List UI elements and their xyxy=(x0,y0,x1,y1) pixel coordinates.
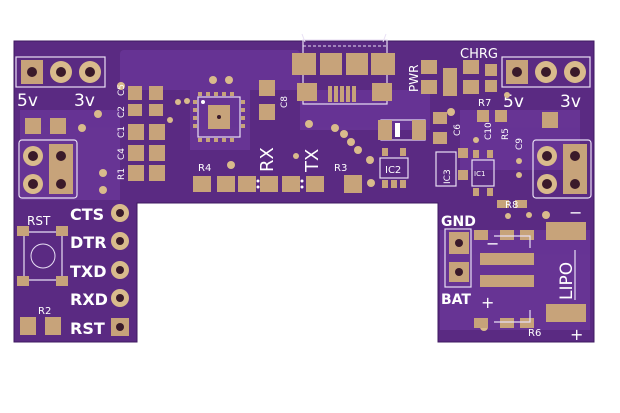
label-lipo: LIPO xyxy=(557,262,577,300)
jumper-right-2pin xyxy=(532,139,592,199)
c8-pad-top xyxy=(259,80,275,96)
label-5v-left: 5v xyxy=(17,91,38,111)
label-3v-left: 3v xyxy=(74,91,95,111)
label-cts: CTS xyxy=(70,205,104,224)
label-lipo-plus: + xyxy=(570,325,583,344)
header-right-3pin xyxy=(501,56,591,88)
label-rst: RST xyxy=(70,319,105,338)
battery-header-2pin xyxy=(444,228,472,288)
r2-pad-left xyxy=(20,317,36,335)
label-gnd: GND xyxy=(441,214,476,230)
ref-c1: C1 xyxy=(117,126,127,138)
ref-c5: C5 xyxy=(117,84,127,96)
jumper-left-2pin xyxy=(18,139,78,199)
ic1-footprint xyxy=(471,150,495,196)
label-3v-right: 3v xyxy=(560,92,581,112)
c6-pad-top xyxy=(433,112,447,124)
ref-c8: C8 xyxy=(280,96,290,108)
status-led-pads xyxy=(421,60,510,122)
ref-ic1: IC1 xyxy=(474,170,485,178)
ref-ic3: IC3 xyxy=(443,169,453,184)
diode-footprint xyxy=(378,119,426,141)
ref-r4: R4 xyxy=(198,163,211,174)
label-rx: RX xyxy=(257,147,278,172)
label-pwr: PWR xyxy=(407,65,421,92)
label-tx: TX xyxy=(302,149,323,173)
ref-r3: R3 xyxy=(334,163,347,174)
c8-pad-bottom xyxy=(259,104,275,120)
ref-r5: R5 xyxy=(501,128,511,140)
misc-vias-middle xyxy=(293,120,375,187)
led-resistor-row xyxy=(193,175,362,193)
c6-pad-bottom xyxy=(433,132,447,144)
label-dtr: DTR xyxy=(70,233,107,252)
label-bat-plus: + xyxy=(481,293,494,312)
lipo-connector-footprint xyxy=(474,222,586,328)
label-txd: TXD xyxy=(70,262,107,281)
ref-c9: C9 xyxy=(515,138,525,150)
ref-c4: C4 xyxy=(117,148,127,160)
ref-c2: C2 xyxy=(117,106,127,118)
ref-r6: R6 xyxy=(528,328,541,339)
ref-r2: R2 xyxy=(38,306,51,317)
left-smd-pads xyxy=(25,82,125,194)
qfn-ic-footprint xyxy=(193,92,245,142)
capacitor-column xyxy=(128,86,165,181)
misc-vias-left xyxy=(167,76,235,169)
r2-pad-right xyxy=(45,317,61,335)
header-left-3pin xyxy=(15,56,106,88)
ref-ic2: IC2 xyxy=(385,165,401,176)
ic2-footprint xyxy=(379,148,409,188)
ref-c10: C10 xyxy=(484,122,494,140)
label-chrg: CHRG xyxy=(460,47,498,62)
ref-r1: R1 xyxy=(117,168,127,180)
usb-connector-footprint xyxy=(292,33,395,105)
label-rxd: RXD xyxy=(70,290,108,309)
ic3-footprint xyxy=(435,148,468,187)
label-minus-mark-right: − xyxy=(569,203,582,222)
ref-r7: R7 xyxy=(478,98,491,109)
ftdi-header-pins xyxy=(111,204,129,336)
ref-r8: R8 xyxy=(505,200,518,211)
rst-button-footprint xyxy=(17,226,68,286)
label-minus-mark: − xyxy=(486,234,499,253)
ref-c6: C6 xyxy=(453,124,463,136)
label-rst-button: RST xyxy=(27,214,51,228)
label-bat: BAT xyxy=(441,292,471,308)
